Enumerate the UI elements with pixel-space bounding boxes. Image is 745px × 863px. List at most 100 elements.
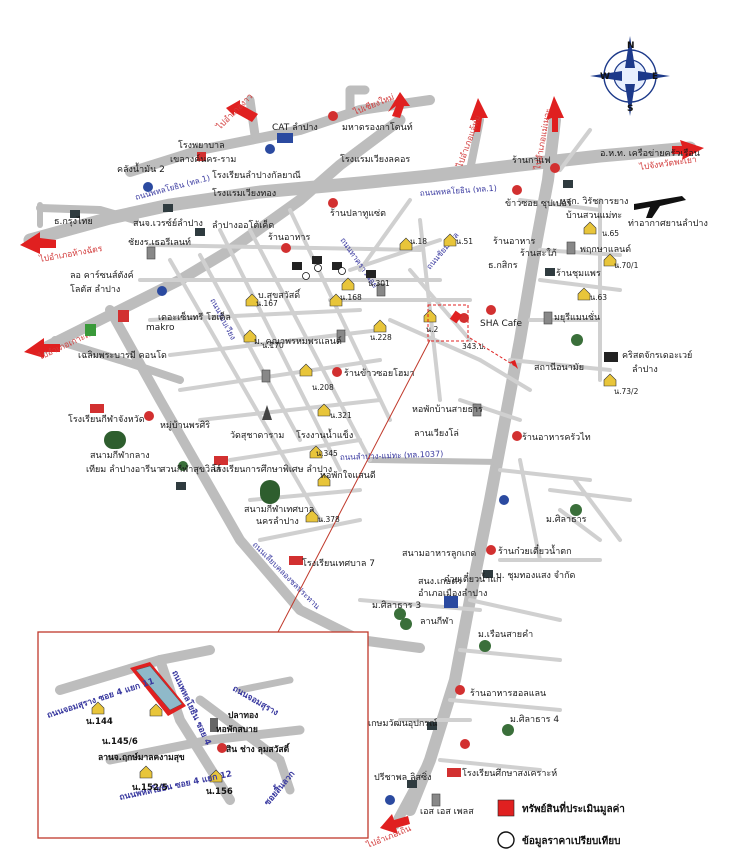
municipal-stadium-icon [260,480,280,504]
label-sipha: ปรีชาพล ลิสซิ่ง [374,770,432,783]
plot-label: น.228 [370,333,392,342]
hospital-icon [197,152,206,161]
label-christ: คริสตจักรเดอะเวย์ [622,349,692,361]
inset-subject-block [130,662,227,753]
compass-rose: N S E W [590,36,670,116]
gas-station-icon [143,144,509,805]
road-w-a [36,204,139,224]
label-temple-ce: ลานเวียงโล่ [414,428,459,439]
label-kaenan: ก๋วยเตี๋ยวน้ำแก [444,572,501,585]
inset-house-icons [91,701,223,783]
label-ban-sai: ม.เรือนสายคำ [478,629,533,640]
compass-s: S [627,104,633,114]
legend-comparable-swatch [497,831,515,849]
label-park: สวนกีฬาสุขวิลล์ [160,463,221,475]
label-school-ed: โรงเรียนศึกษาสงเคราะห์ [462,767,557,779]
label-ban-wat: บ้านสวนแม่ทะ [566,210,622,221]
label-shop-a: ร้านชุมแพร [556,268,601,279]
compass-n: N [627,41,635,51]
direction-arrows [20,92,704,834]
transport-icon [292,256,376,278]
label-big-c: เดอะเซ็นทรี โฮเต็ล [158,310,231,323]
plot-label: น.345 [316,449,338,458]
inset-label-p144: น.144 [86,717,113,727]
road-lampang-mae-tha [367,457,503,465]
label-villa-a: พฤกษาแลนด์ [580,243,631,255]
label-sna-rest: สนามอาหารลูกเกด [402,549,476,559]
compass-w: W [600,72,610,82]
label-khelang: เขลางค์นคร-ราม [170,153,236,165]
label-municipal: สนามกีฬาเทศบาล [244,504,314,515]
inset-border [37,631,369,839]
arrow-west-a [20,232,56,254]
label-rest-bua: ร้านข้าวซอยโฮมา [344,368,414,379]
road-phahon-yothin [23,141,697,247]
plot-label: น.208 [312,383,334,392]
label-hostel: ร้านก๋วยเตี๋ยวน้ำตก [498,544,572,557]
label-kiengpetch: โรงแรมเวียงทอง [212,188,276,199]
label-school1: โรงเรียนกีฬาจังหวัด [68,414,145,425]
stadium-icon [104,431,126,449]
school-icon [90,404,461,777]
arrow-north-west [226,100,258,122]
label-tank: คลังน้ำมัน 2 [117,162,165,175]
red-sign-icon [118,310,129,322]
arrow-west-b [24,338,60,358]
label-chaicharoen: ชัยงร.เธอรีเลนท์ [128,236,191,248]
arrow-north-b [470,98,488,132]
subject-label: 343.ป. [462,342,486,351]
label-cat: CAT ลำปาง [272,122,318,133]
label-lampang-con: เฉลิมพระบารมี คอนโด [78,350,167,361]
arrow-east [672,140,704,160]
label-villa-c: ม.ศิลาธาร 3 [372,600,421,611]
label-kasikorn: ธ.กรุงไทย [54,216,93,227]
label-banchat: หอพักบ้านสายธาร [412,404,483,415]
label-lampang-uni: หมู่บ้านพรศิริ [160,420,210,431]
label-wat: วัดสุชาดาราม [230,431,284,441]
inset-connector [277,339,431,633]
plot-label: น.301 [368,279,390,288]
label-govt: โรงงานน้ำแข็ง [296,428,353,441]
arrow-south [380,814,410,834]
plot-number-labels: น.51 น.18 น.2 น.167 น.168 น.228 น.170 น.… [256,229,639,524]
road-sw-b [51,336,184,384]
inset-label-sin: สิน ช่าง ลุมสวัสดิ์ [226,742,291,755]
temple-icon [262,405,272,420]
label-makro: makro [146,323,175,333]
label-la-nai: ลานกีฬา [420,616,453,627]
tree-icon [178,334,583,736]
inset-label-plan: ปลาทอง [228,711,258,721]
label-thailand-post: ร้านปลาทูแซ่ต [330,208,386,219]
label-school7: โรงเรียนเทศบาล 7 [302,558,375,569]
plot-label: น.167 [256,299,278,308]
road-south-end [390,755,435,830]
inset-label-p152: น.152/5 [132,783,168,793]
comparable-circle [302,264,346,280]
plot-label: น.18 [410,237,427,246]
green-sign-icon [85,324,96,336]
label-lampang-m: ร้านกาแฟ [512,155,551,166]
inset-label-condo: ลานจ.ฤกษ์มาลคงามสุข [98,752,185,763]
plot-label: น.2 [426,325,439,334]
label-ban-ch: บ. ชุมทองแสง จำกัด [496,570,576,581]
label-rest-ks: ร้านอาหารฮอลแลน [470,688,546,699]
label-airport: ท่าอากาศยานลำปาง [628,218,708,229]
label-stadium-a: สนามกีฬากลาง [90,450,150,461]
plot-label: น.170 [262,341,284,350]
label-sub-land: บ.สุขสวัสดิ์ [258,288,302,301]
agri-office-icon [444,596,458,608]
label-christ2: ลำปาง [632,364,658,375]
bank-icon [70,180,573,788]
label-shop-coop: ข้าวซอย ซุปเปอร์ [505,197,572,209]
inset-label-p156: น.156 [206,787,233,797]
arrow-north-a [388,92,410,118]
label-stadium-b: เทียม ลำปางอารีนา [86,464,161,475]
subject-property: 343.ป. [277,304,518,633]
plot-label: น.168 [340,293,362,302]
label-hsong: หจก. วิรัชการยาง [560,196,628,207]
label-kor-ban: อ.ห.ท. เครือข่ายครัวเรือน [600,148,700,159]
plot-label: น.70/1 [614,261,639,270]
label-superstore: มยุรีแมนชั่น [554,310,600,323]
label-baanmai: ม. คุณาพรหมพรแลนด์ [254,335,342,347]
label-villa-b: ม.ศิลาธาร [546,514,587,525]
